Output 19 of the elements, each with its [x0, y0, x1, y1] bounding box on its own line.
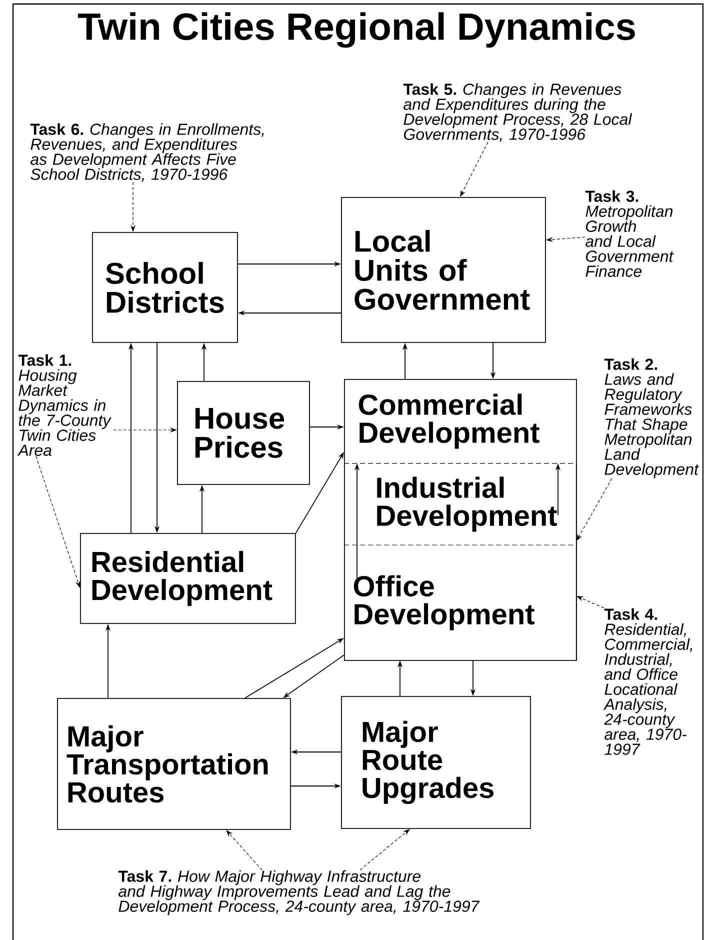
leader-line: [460, 142, 488, 197]
box: Residential Development: [80, 533, 296, 624]
title: Twin Cities Regional Dynamics: [78, 12, 635, 48]
task-note: Task 3. Metropolitan Growth and Local Government Finance: [585, 190, 674, 277]
task-note: Task 4. Residential, Commercial, Industrial, and Office Locational Analysis, 24-county area, 1970-1997: [603, 608, 692, 755]
box: School Districts: [92, 232, 238, 343]
section-label: Industrial Development: [377, 462, 577, 546]
box: Major Route Upgrades: [341, 696, 531, 829]
task-note: Task 7. How Major Highway Infrastructure and Highway Improvements Lead and Lag the Development Process, 24-county area, 1970-1997: [118, 870, 480, 916]
section-label: Commercial Development: [344, 394, 577, 464]
task-note: Task 2. Laws and Regulatory Frameworks That Shape Metropolitan Land Development: [604, 358, 699, 478]
box: Local Units of Government: [341, 197, 546, 343]
section-label: Office Development: [344, 544, 577, 661]
task-note: Task 6. Changes in Enrollments, Revenues, and Expenditures as Development Affects Five School Districts, 1970-1996: [30, 123, 264, 182]
task-note: Task 1. Housing Market Dynamics in the 7-County Twin Cities Area: [17, 354, 112, 456]
task-note: Task 5. Changes in Revenues and Expenditures during the Development Process, 28 Local Governments, 1970-1996: [403, 83, 632, 142]
development-box: [344, 379, 577, 661]
box: Major Transportation Routes: [57, 698, 291, 830]
box: House Prices: [177, 381, 310, 485]
